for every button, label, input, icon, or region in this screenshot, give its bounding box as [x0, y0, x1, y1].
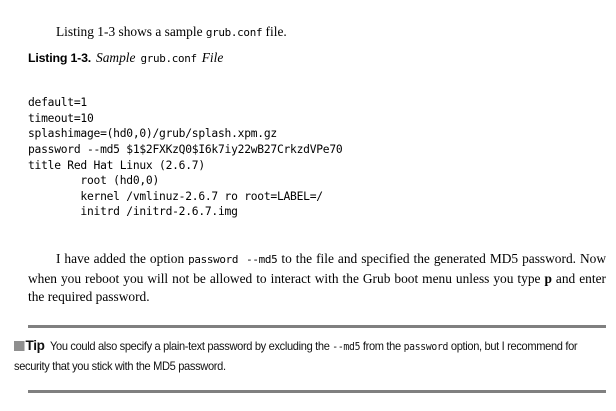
intro-text-before: Listing 1-3 shows a sample — [56, 24, 206, 40]
tip-inline-code-password: password — [403, 342, 449, 353]
tip-rule-bottom — [28, 390, 606, 393]
body-text-seg2: to the file and specified the generated … — [28, 251, 606, 286]
code-line: root (hd0,0) — [28, 174, 160, 188]
listing-caption-label: Listing 1-3. — [28, 51, 92, 65]
tip-text-seg2: from the — [360, 340, 404, 353]
body-text-seg1: I have added the option — [56, 251, 189, 267]
intro-text-after: file. — [262, 24, 287, 40]
tip-callout: Tip You could also specify a plain-text … — [14, 337, 579, 376]
tip-label: Tip — [25, 338, 45, 354]
listing-caption-code: grub.conf — [140, 52, 197, 65]
code-line: password --md5 $1$2FXKzQ0$I6k7iy22wB27Cr… — [28, 143, 343, 157]
intro-inline-code: grub.conf — [205, 26, 263, 40]
listing-caption: Listing 1-3. Sample grub.conf File — [28, 49, 606, 67]
body-text-seg3: and enter the required password. — [28, 270, 606, 304]
body-paragraph: I have added the option password --md5 t… — [28, 250, 606, 306]
code-line: timeout=10 — [28, 111, 94, 125]
tip-text-seg1: You could also specify a plain-text pass… — [49, 340, 333, 353]
tip-text-seg3: option, but I recommend for security tha… — [14, 340, 578, 373]
tip-rule-top — [28, 325, 606, 328]
body-inline-code-md5: --md5 — [246, 253, 278, 267]
intro-paragraph: Listing 1-3 shows a sample grub.conf fil… — [28, 23, 606, 41]
tip-square-icon — [14, 341, 25, 351]
body-bold-key: p — [544, 270, 552, 286]
listing-caption-italic-before: Sample — [96, 50, 136, 65]
tip-inline-code-md5: --md5 — [332, 342, 361, 353]
listing-caption-italic-after: File — [201, 50, 224, 65]
code-line: splashimage=(hd0,0)/grub/splash.xpm.gz — [28, 127, 277, 141]
code-line: initrd /initrd-2.6.7.img — [28, 205, 238, 219]
code-line: default=1 — [28, 96, 87, 110]
body-inline-code-password: password — [188, 253, 239, 267]
code-line: title Red Hat Linux (2.6.7) — [28, 158, 205, 172]
code-line: kernel /vmlinuz-2.6.7 ro root=LABEL=/ — [28, 189, 323, 203]
